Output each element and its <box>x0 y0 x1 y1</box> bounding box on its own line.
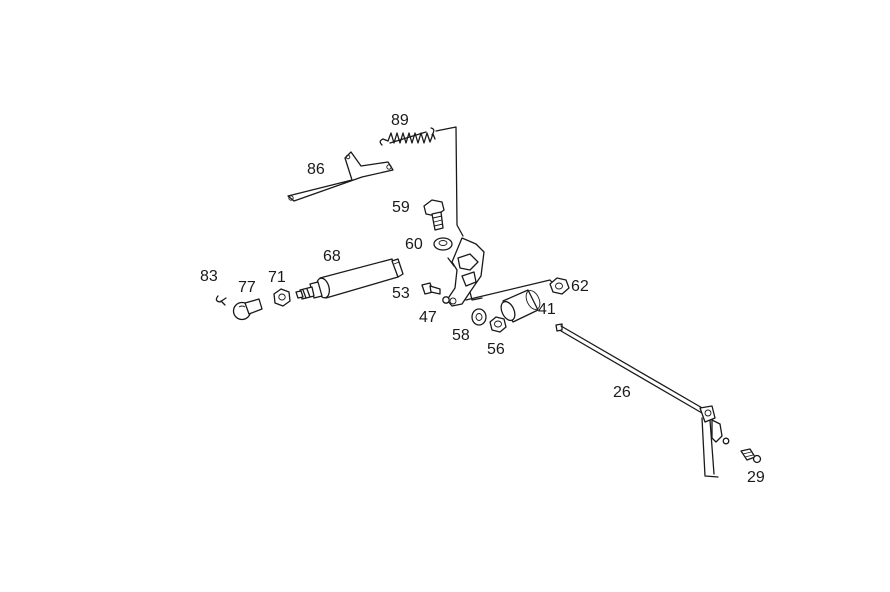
part-41-bushing <box>500 289 541 323</box>
callout-60: 60 <box>405 236 423 253</box>
callout-41: 41 <box>538 301 556 318</box>
part-47-ball <box>442 296 450 304</box>
callout-86: 86 <box>307 161 325 178</box>
callout-89: 89 <box>391 112 409 129</box>
part-77-ball-socket <box>232 298 263 321</box>
part-86-bracket <box>287 151 394 202</box>
part-26-rod <box>555 323 730 478</box>
callout-68: 68 <box>323 248 341 265</box>
callout-58: 58 <box>452 327 470 344</box>
part-29-ball-stud <box>740 448 762 464</box>
callout-83: 83 <box>200 268 218 285</box>
part-89-spring <box>379 126 464 237</box>
part-60-washer <box>433 237 453 251</box>
part-59-bolt <box>423 199 445 231</box>
callout-53: 53 <box>392 285 410 302</box>
callout-77: 77 <box>238 279 256 296</box>
part-58-washer <box>471 308 487 326</box>
part-56-nut <box>489 316 507 333</box>
callout-62: 62 <box>571 278 589 295</box>
callout-29: 29 <box>747 469 765 486</box>
part-71-nut <box>273 288 291 307</box>
callout-47: 47 <box>419 309 437 326</box>
callout-26: 26 <box>613 384 631 401</box>
callout-71: 71 <box>268 269 286 286</box>
lever-assembly <box>446 237 556 307</box>
part-53-pin <box>421 282 441 295</box>
part-68-damper <box>295 258 404 300</box>
part-62-nut <box>549 277 570 295</box>
part-83-clip <box>215 295 227 306</box>
callout-59: 59 <box>392 199 410 216</box>
callout-56: 56 <box>487 341 505 358</box>
